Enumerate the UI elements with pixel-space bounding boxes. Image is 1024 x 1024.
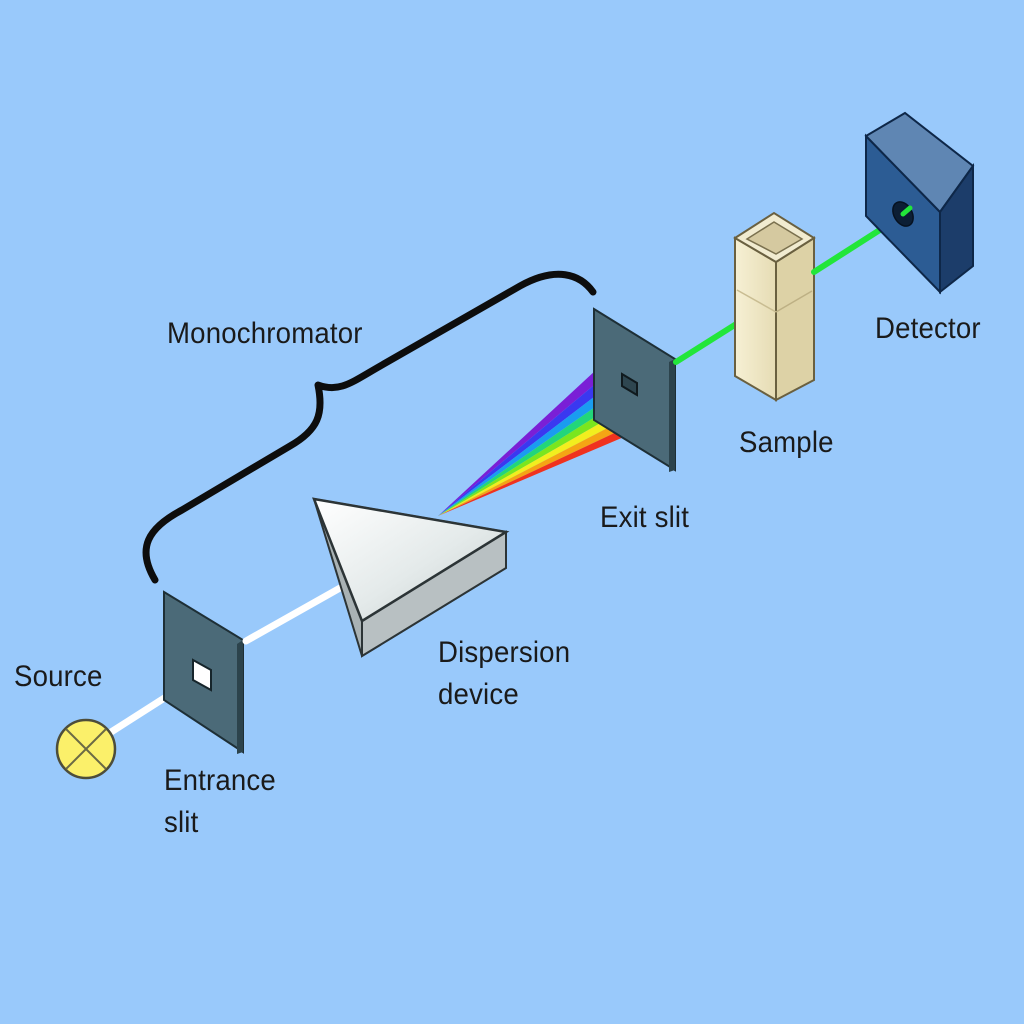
- detector-icon: [864, 111, 975, 295]
- spectrum-band: [438, 395, 639, 516]
- spectrum-band: [438, 382, 622, 516]
- monochromator-label: Monochromator: [167, 317, 363, 350]
- lamp-icon: [55, 718, 117, 780]
- dispersion-device-label-line-2: device: [438, 678, 519, 711]
- entrance-slit-label-line-2: slit: [164, 806, 199, 839]
- entrance-slit-label: Entrance slit: [164, 760, 276, 844]
- entrance-slit-icon: [163, 590, 244, 754]
- dispersion-device-label: Dispersion device: [438, 632, 570, 716]
- sample-label: Sample: [739, 426, 834, 459]
- white-beam-prism: [242, 584, 344, 645]
- spectrum-band: [438, 388, 630, 516]
- spectrum-band: [438, 401, 647, 516]
- monochromator-brace: [142, 270, 597, 584]
- exit-slit-label: Exit slit: [600, 501, 690, 534]
- prism-icon: [312, 497, 510, 658]
- detector-label: Detector: [875, 312, 981, 345]
- spectrum-fan: [438, 370, 664, 516]
- dispersion-device-label-line-1: Dispersion: [438, 636, 571, 669]
- spectrum-band: [438, 376, 613, 516]
- entrance-slit-label-line-1: Entrance: [164, 764, 276, 797]
- exit-slit-icon: [593, 307, 676, 472]
- spectrum-band: [438, 413, 664, 516]
- spectrum-band: [438, 370, 605, 516]
- source-label: Source: [14, 660, 103, 693]
- spectrum-band: [438, 407, 656, 516]
- cuvette-icon: [733, 211, 816, 402]
